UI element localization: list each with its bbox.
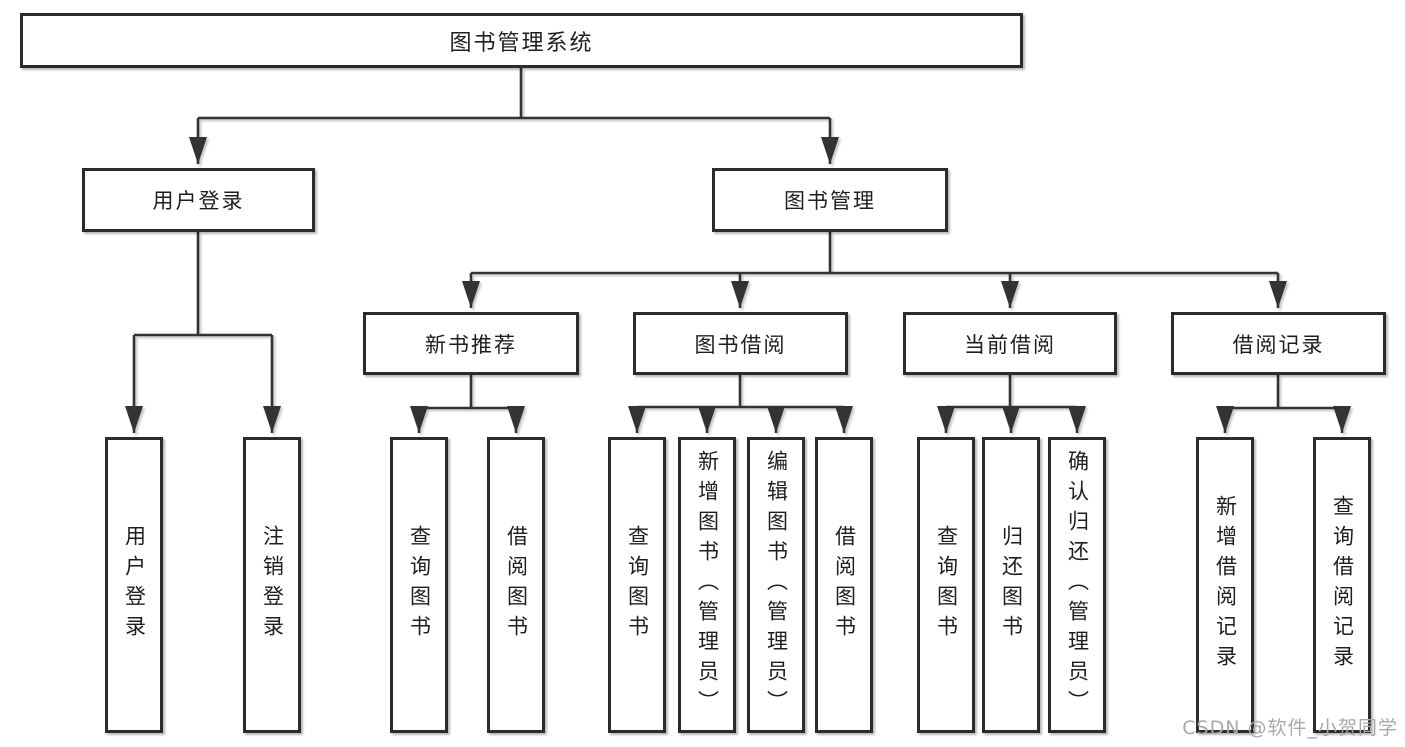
- node-root-system: 图书管理系统: [20, 13, 1023, 68]
- node-root-label: 图书管理系统: [449, 30, 594, 56]
- node-book-management-label: 图书管理: [784, 189, 876, 213]
- node-current-borrow-label: 当前借阅: [964, 332, 1056, 357]
- node-user-login-label: 用户登录: [152, 189, 245, 213]
- leaf-borrow-edit-books-admin-label: 编辑图书（管理员）: [764, 450, 789, 720]
- leaf-records-add-record-label: 新增借阅记录: [1213, 495, 1238, 675]
- leaf-records-query-record-label: 查询借阅记录: [1330, 495, 1355, 675]
- leaf-borrow-edit-books-admin: 编辑图书（管理员）: [747, 437, 805, 733]
- leaf-logout-label: 注销登录: [260, 525, 285, 645]
- node-new-book-recommend: 新书推荐: [363, 312, 579, 375]
- leaf-borrow-add-books-admin: 新增图书（管理员）: [678, 437, 736, 733]
- leaf-user-login: 用户登录: [105, 437, 163, 733]
- leaf-records-query-record: 查询借阅记录: [1313, 437, 1371, 733]
- node-borrow-records: 借阅记录: [1171, 312, 1386, 375]
- leaf-records-add-record: 新增借阅记录: [1196, 437, 1254, 733]
- leaf-current-return-books: 归还图书: [982, 437, 1040, 733]
- node-borrow-records-label: 借阅记录: [1232, 332, 1325, 357]
- leaf-current-query-books-label: 查询图书: [934, 525, 959, 645]
- leaf-logout: 注销登录: [243, 437, 301, 733]
- leaf-current-query-books: 查询图书: [917, 437, 975, 733]
- leaf-borrow-borrow-books-label: 借阅图书: [832, 525, 857, 645]
- leaf-recommend-query-books-label: 查询图书: [407, 525, 432, 645]
- leaf-borrow-query-books-label: 查询图书: [625, 525, 650, 645]
- node-new-book-recommend-label: 新书推荐: [425, 332, 517, 357]
- leaf-recommend-query-books: 查询图书: [390, 437, 448, 733]
- leaf-recommend-borrow-books-label: 借阅图书: [504, 525, 529, 645]
- leaf-borrow-borrow-books: 借阅图书: [815, 437, 873, 733]
- leaf-borrow-add-books-admin-label: 新增图书（管理员）: [695, 450, 720, 720]
- node-user-login: 用户登录: [82, 168, 315, 232]
- node-current-borrow: 当前借阅: [903, 312, 1117, 375]
- leaf-recommend-borrow-books: 借阅图书: [487, 437, 545, 733]
- leaf-current-return-books-label: 归还图书: [999, 525, 1024, 645]
- node-book-borrow: 图书借阅: [633, 312, 848, 375]
- leaf-current-confirm-return-admin-label: 确认归还（管理员）: [1065, 450, 1090, 720]
- node-book-borrow-label: 图书借阅: [694, 332, 787, 357]
- leaf-user-login-label: 用户登录: [122, 525, 147, 645]
- leaf-current-confirm-return-admin: 确认归还（管理员）: [1048, 437, 1106, 733]
- leaf-borrow-query-books: 查询图书: [608, 437, 666, 733]
- node-book-management: 图书管理: [712, 168, 948, 232]
